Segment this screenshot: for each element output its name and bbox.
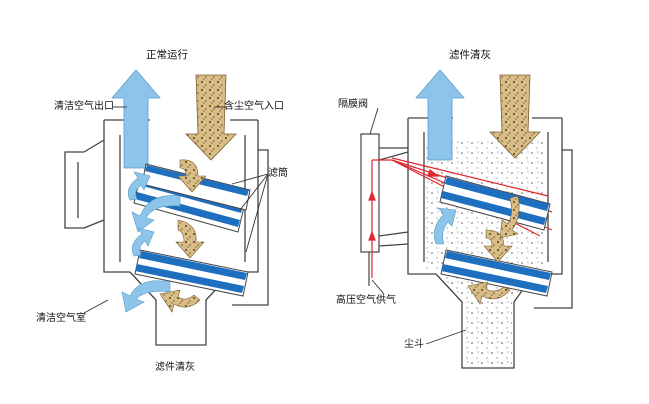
label-clean-air-chamber: 清洁空气室 — [36, 313, 86, 324]
right-filter-lower — [440, 249, 553, 297]
label-clean-air-outlet: 清洁空气出口 — [54, 101, 114, 112]
label-dust-hopper: 尘斗 — [404, 339, 424, 350]
right-filter-upper — [439, 175, 551, 231]
left-dust-arrows — [159, 159, 207, 313]
left-housing — [64, 119, 269, 346]
right-clean-arrow — [415, 69, 465, 161]
left-panel-title: 正常运行 — [146, 49, 188, 61]
left-filter-lower — [134, 249, 249, 297]
left-leaders — [83, 106, 269, 314]
right-dust-arrows — [467, 195, 520, 305]
dusty-inlet-arrow — [185, 74, 237, 161]
clean-outlet-arrow — [111, 69, 161, 169]
right-hopper-dust — [438, 276, 532, 364]
label-dusty-air-inlet: 含尘空气入口 — [224, 101, 284, 112]
label-hp-air-supply: 高压空气供气 — [336, 295, 396, 306]
right-leaders — [369, 107, 467, 345]
right-dusty-arrow — [489, 74, 541, 159]
left-airflow-arrows — [121, 171, 181, 313]
right-panel-title: 滤件清灰 — [449, 49, 491, 61]
label-filter-cartridge: 滤筒 — [268, 168, 288, 179]
label-left-bottom: 滤件清灰 — [155, 362, 195, 373]
right-airflow-arrows — [433, 207, 457, 245]
diaphragm-valve — [360, 133, 409, 286]
label-diaphragm-valve: 隔膜阀 — [338, 99, 368, 110]
